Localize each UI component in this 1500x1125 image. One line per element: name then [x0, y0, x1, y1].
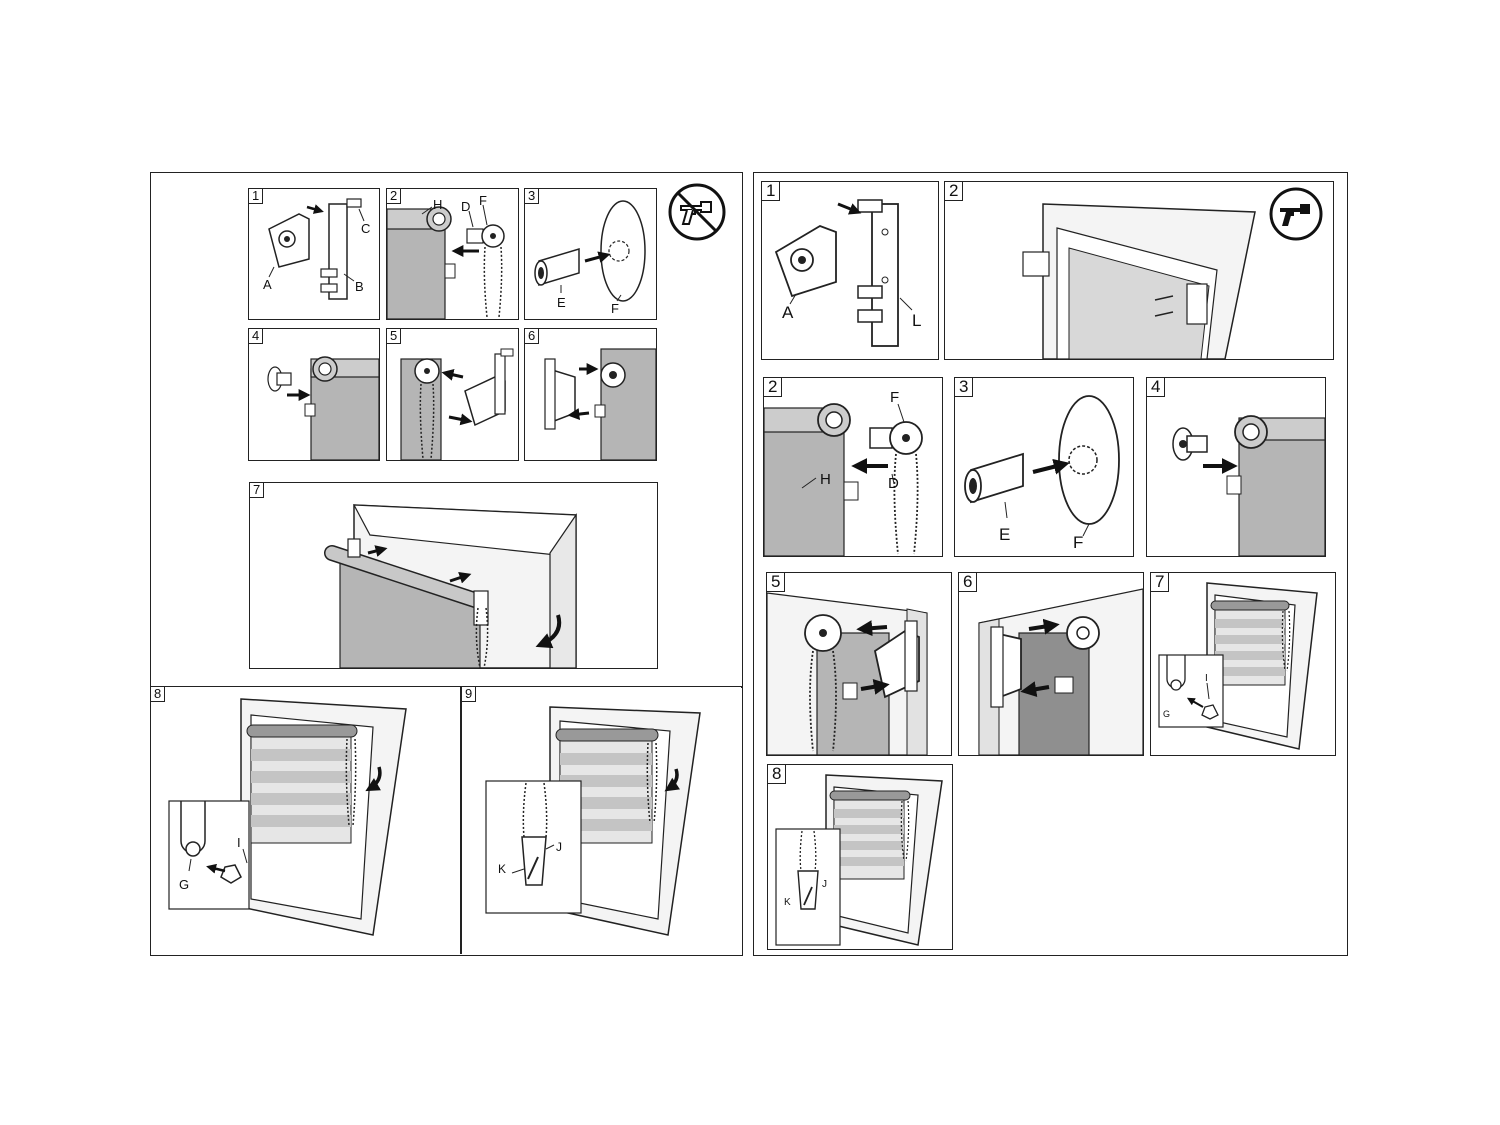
right-step-7-panel: 7 G I — [1150, 572, 1336, 756]
step-number: 7 — [1151, 573, 1170, 592]
step-number: 3 — [525, 189, 540, 204]
label-a: A — [263, 277, 272, 292]
left-step-5-panel: 5 — [386, 328, 519, 461]
label-d: D — [888, 475, 899, 492]
bracket-diagram: A L — [774, 199, 921, 347]
step-number: 8 — [768, 765, 787, 784]
roller-end-cap-diagram: H F D — [764, 389, 923, 556]
right-step-2-panel: 2 H F D — [763, 377, 943, 557]
attach-clip-diagram — [544, 348, 656, 460]
left-sheet-divider-vertical — [460, 686, 462, 954]
label-k: K — [498, 862, 506, 876]
step-number: 9 — [462, 687, 477, 702]
step-number: 2 — [945, 182, 964, 201]
label-e: E — [999, 525, 1010, 544]
label-f: F — [479, 193, 487, 208]
label-k: K — [784, 897, 791, 908]
drill-icon — [1268, 186, 1324, 242]
right-step-3-panel: 3 E F — [954, 377, 1134, 557]
left-step-9-panel: 9 K J — [462, 687, 741, 954]
bracket-diagram: A B C — [263, 198, 370, 300]
step-number: 8 — [151, 687, 166, 702]
label-i: I — [1205, 673, 1208, 684]
step-number: 1 — [762, 182, 781, 201]
label-f: F — [611, 301, 619, 316]
label-j: J — [556, 840, 562, 854]
label-g: G — [179, 877, 189, 892]
label-f: F — [890, 389, 899, 406]
step-number: 7 — [250, 483, 265, 498]
blind-installed-diagram: G I — [168, 698, 407, 936]
attach-clip-diagram — [978, 588, 1143, 755]
mount-clip-diagram — [400, 348, 514, 460]
insert-adapter-diagram — [1172, 415, 1325, 556]
right-step-8-panel: 8 K J — [767, 764, 953, 950]
left-step-1-panel: 1 A B C — [248, 188, 380, 320]
step-number: 1 — [249, 189, 264, 204]
step-number: 6 — [959, 573, 978, 592]
right-step-5-panel: 5 — [766, 572, 952, 756]
left-step-7-panel: 7 — [249, 482, 658, 669]
step-number: 2 — [764, 378, 783, 397]
mount-clip-diagram — [767, 592, 928, 755]
left-step-4-panel: 4 — [248, 328, 380, 461]
right-step-4-panel: 4 — [1146, 377, 1326, 557]
blind-installed-diagram: G I — [1158, 582, 1318, 750]
label-h: H — [820, 471, 831, 488]
right-step-2-window-panel: 2 — [944, 181, 1334, 360]
right-step-6-panel: 6 — [958, 572, 1144, 756]
step-number: 4 — [249, 329, 264, 344]
step-number: 6 — [525, 329, 540, 344]
label-l: L — [912, 311, 921, 330]
left-step-8-panel: 8 G I — [151, 687, 460, 954]
label-d: D — [461, 199, 470, 214]
label-h: H — [433, 197, 442, 212]
chain-weight-diagram: K J — [485, 706, 701, 936]
label-b: B — [355, 279, 364, 294]
right-step-1-panel: 1 A L — [761, 181, 939, 360]
left-step-2-panel: 2 H D F — [386, 188, 519, 320]
window-mount-diagram — [324, 504, 577, 668]
step-number: 4 — [1147, 378, 1166, 397]
insert-adapter-diagram — [267, 356, 379, 460]
step-number: 5 — [767, 573, 786, 592]
label-a: A — [782, 303, 794, 322]
label-c: C — [361, 221, 370, 236]
left-step-3-panel: 3 E F — [524, 188, 657, 320]
label-e: E — [557, 295, 566, 310]
adapter-disc-diagram: E F — [534, 200, 646, 316]
step-number: 2 — [387, 189, 402, 204]
step-number: 3 — [955, 378, 974, 397]
left-step-6-panel: 6 — [524, 328, 657, 461]
roller-end-cap-diagram: H D F — [387, 193, 505, 319]
chain-weight-diagram: K J — [775, 774, 943, 946]
label-i: I — [237, 835, 241, 850]
left-sheet-divider — [150, 686, 742, 688]
label-g: G — [1163, 709, 1170, 719]
label-f: F — [1073, 533, 1083, 552]
step-number: 5 — [387, 329, 402, 344]
window-frame-diagram — [1022, 203, 1256, 359]
label-j: J — [822, 879, 827, 890]
no-drill-icon — [667, 182, 727, 242]
adapter-disc-diagram: E F — [964, 395, 1120, 552]
